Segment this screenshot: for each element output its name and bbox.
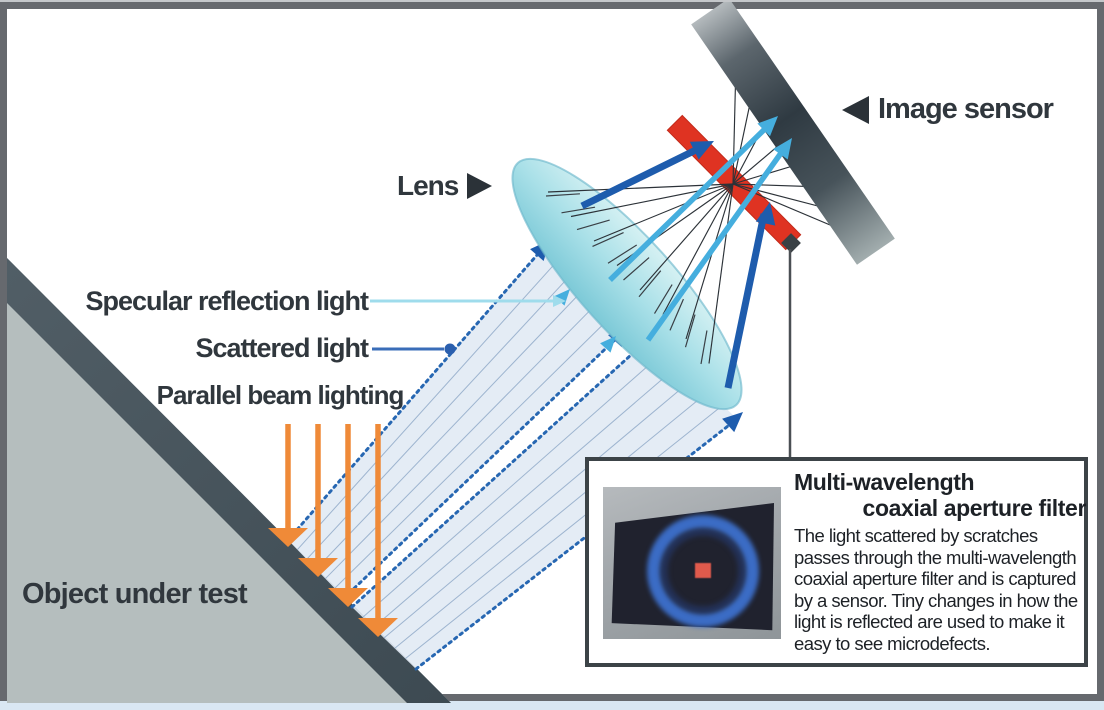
image-sensor-label-row: Image sensor xyxy=(842,93,1054,126)
image-sensor xyxy=(691,0,895,265)
object-under-test-label: Object under test xyxy=(22,578,248,610)
filter-callout-text: Multi-wavelength coaxial aperture filter… xyxy=(794,469,1086,654)
filter-title-line1: Multi-wavelength xyxy=(794,469,975,495)
parallel-beam-arrows xyxy=(268,424,398,637)
filter-photo xyxy=(603,487,781,639)
filter-title-line2: coaxial aperture filter xyxy=(862,495,1087,521)
parallel-beam-label: Parallel beam lighting xyxy=(156,380,405,410)
image-sensor-label: Image sensor xyxy=(878,93,1054,125)
filter-callout-box: Multi-wavelength coaxial aperture filter… xyxy=(585,457,1088,667)
lens-label-row: Lens xyxy=(397,170,493,202)
arrow-right-icon xyxy=(467,173,493,199)
lens-label: Lens xyxy=(397,170,459,201)
filtered-light-arrows xyxy=(580,116,792,389)
filter-description: The light scattered by scratches passes … xyxy=(794,525,1078,654)
defect-dot xyxy=(695,563,711,578)
label-leader-lines xyxy=(370,295,566,355)
scattered-light-label: Scattered light xyxy=(195,333,369,363)
arrow-left-icon xyxy=(842,95,869,124)
top-divider xyxy=(0,0,1104,2)
specular-reflection-label: Specular reflection light xyxy=(85,286,369,316)
lens xyxy=(511,157,743,411)
reflected-light-beams xyxy=(286,240,743,671)
